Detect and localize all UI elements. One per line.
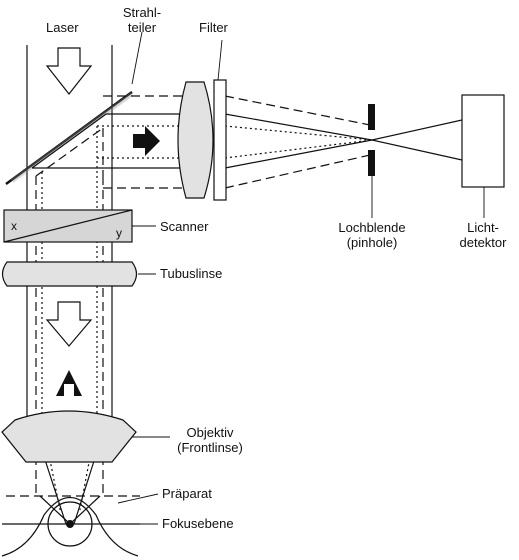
scanner-y-label: y — [116, 226, 122, 240]
beamsplitter-label-line1: Strahl- — [122, 5, 162, 20]
light-detector — [461, 94, 505, 188]
specimen-profile — [1, 497, 139, 557]
focal-plane-label: Fokusebene — [162, 516, 234, 531]
filter-label: Filter — [199, 20, 228, 35]
specimen-label: Präparat — [162, 486, 212, 501]
illumination-arrow-icon — [45, 301, 93, 347]
focal-point — [66, 520, 74, 528]
filter — [213, 79, 227, 201]
detection-arrow-icon — [133, 126, 160, 156]
objective-label-line2: (Frontlinse) — [177, 440, 243, 455]
leader-lines — [117, 31, 485, 525]
tube-lens-label: Tubuslinse — [160, 266, 223, 281]
return-arrow-icon — [56, 370, 82, 396]
laser-label: Laser — [46, 20, 79, 35]
objective-label-line1: Objektiv — [186, 425, 234, 440]
tube-lens — [1, 261, 138, 287]
detector-label-line1: Licht- — [467, 220, 499, 235]
scanner — [3, 209, 133, 243]
detection-lens — [177, 81, 214, 199]
scanner-label: Scanner — [160, 219, 209, 234]
objective-lens — [1, 410, 137, 463]
beamsplitter-label-line2: teiler — [127, 20, 157, 35]
solid-beam-paths — [31, 113, 463, 525]
pinhole-label-line1: Lochblende — [338, 220, 406, 235]
laser-arrow-icon — [45, 47, 93, 95]
pinhole — [368, 104, 375, 176]
beam-splitter — [5, 91, 134, 185]
pinhole-label-line2: (pinhole) — [346, 235, 398, 250]
scanner-x-label: x — [11, 219, 17, 233]
detector-label-line2: detektor — [459, 235, 507, 250]
